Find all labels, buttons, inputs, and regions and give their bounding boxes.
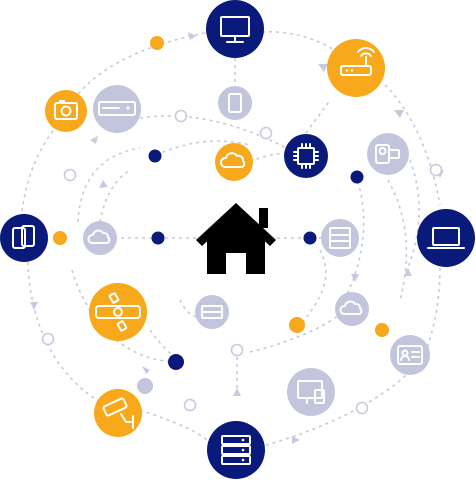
lavender-dot	[137, 378, 153, 394]
security-camera-icon	[102, 397, 134, 429]
path-cloud-chip	[249, 153, 291, 163]
ring-marker	[259, 126, 273, 140]
ring-marker	[63, 168, 77, 182]
arrow-lower-left	[142, 366, 150, 374]
path-inner-top	[155, 140, 251, 156]
server-bottom-node[interactable]	[207, 421, 265, 479]
server-inner-node[interactable]	[195, 295, 229, 329]
remote-control-icon	[95, 292, 141, 332]
monitor-node[interactable]	[206, 0, 264, 58]
path-mid-left	[77, 147, 141, 223]
navy-dot	[148, 149, 162, 163]
dvd-player-node[interactable]	[93, 85, 141, 133]
ring-marker	[174, 109, 188, 123]
chip-node[interactable]	[284, 134, 328, 178]
cloud-icon	[339, 300, 363, 315]
cloud-icon	[87, 229, 111, 244]
arrow-left-outer	[30, 302, 38, 310]
server-right-node[interactable]	[321, 219, 359, 257]
path-chip-up	[305, 99, 331, 134]
navy-dot	[151, 231, 165, 245]
path-bottom-left	[139, 409, 208, 441]
arrow-top	[188, 32, 196, 40]
cloud-orange-node[interactable]	[215, 143, 253, 181]
path-bottom-right	[265, 354, 426, 446]
path-top-right	[261, 31, 341, 56]
wifi-router-icon	[340, 47, 375, 76]
video-camera-node[interactable]	[367, 133, 409, 175]
path-mid-lower	[249, 299, 356, 353]
navy-dot	[350, 170, 364, 184]
ring-marker	[230, 343, 244, 357]
server-icon	[201, 305, 223, 319]
cloud-left-node[interactable]	[83, 221, 117, 255]
server-icon	[329, 227, 351, 249]
orange-dot	[53, 231, 67, 245]
video-camera-icon	[375, 144, 400, 164]
path-mid-top	[139, 115, 291, 151]
arrow-right-inner	[404, 268, 412, 276]
orange-dot	[375, 323, 389, 337]
id-card-icon	[397, 345, 423, 365]
path-right-lower	[424, 267, 441, 356]
server-rack-icon	[221, 435, 251, 465]
dvd-player-icon	[98, 101, 136, 116]
cloud-lower-right-node[interactable]	[335, 292, 369, 326]
remote-control-node[interactable]	[89, 283, 147, 341]
tablet-icon	[228, 93, 242, 113]
ring-marker	[429, 163, 443, 177]
path-videocam-right	[404, 159, 420, 276]
monitor-icon	[220, 16, 250, 43]
orange-dot	[289, 317, 305, 333]
laptop-node[interactable]	[417, 209, 475, 267]
cloud-icon	[219, 152, 246, 168]
path-right-inner	[387, 179, 408, 301]
security-camera-node[interactable]	[94, 389, 142, 437]
navy-dot	[168, 354, 184, 370]
navy-dot	[303, 231, 317, 245]
laptop-icon	[427, 227, 465, 249]
arrow-left-up	[99, 180, 108, 188]
arrow-server-right	[351, 274, 359, 282]
camera-icon	[54, 100, 78, 120]
path-inner-right	[344, 174, 365, 299]
arrow-router	[318, 64, 328, 72]
camera-node[interactable]	[45, 90, 87, 132]
path-left-bottom	[27, 261, 106, 406]
tablet-node[interactable]	[218, 86, 252, 120]
house-icon	[196, 203, 276, 274]
router-node[interactable]	[327, 39, 385, 97]
arrow-router-down	[394, 110, 404, 118]
smartphones-node[interactable]	[0, 214, 48, 262]
path-inner-left	[99, 169, 131, 223]
path-markers	[41, 36, 443, 415]
orange-dot	[150, 36, 164, 50]
chip-icon	[293, 143, 319, 169]
desktop-monitor-icon	[297, 380, 325, 404]
arrow-mid-up	[233, 388, 241, 396]
path-server-right	[299, 249, 327, 326]
desktop-node[interactable]	[287, 368, 335, 416]
arrow-bottom	[292, 436, 300, 444]
ring-marker	[355, 401, 369, 415]
arrow-mid-left	[90, 136, 98, 144]
id-card-node[interactable]	[390, 335, 430, 375]
smartphones-icon	[12, 225, 35, 249]
ring-marker	[183, 398, 197, 412]
ring-marker	[41, 332, 55, 346]
arrowheads	[30, 32, 444, 444]
